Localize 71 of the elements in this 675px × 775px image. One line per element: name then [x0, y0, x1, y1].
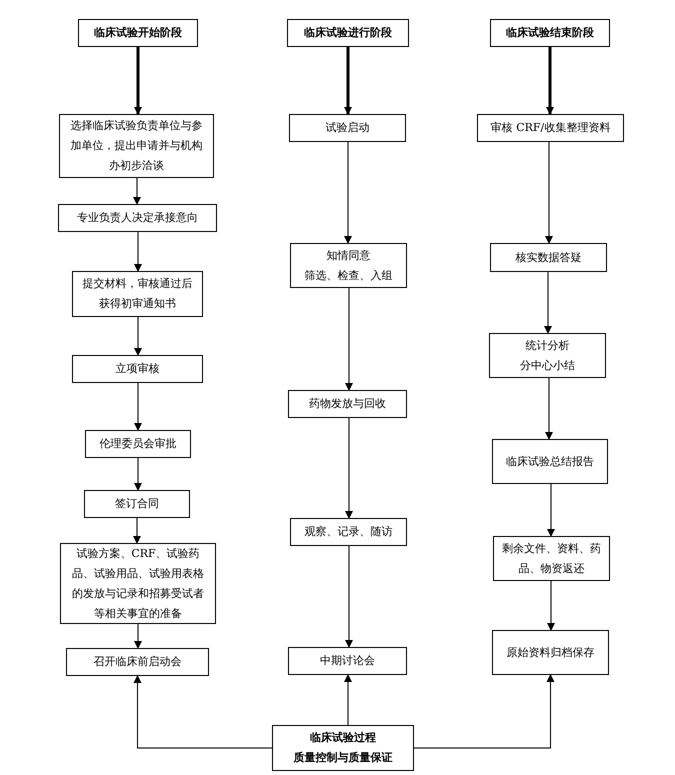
- box-label: 试验启动: [326, 120, 370, 136]
- arrow: [414, 674, 554, 748]
- arrow: [345, 418, 353, 519]
- box-label: 中期讨论会: [320, 653, 375, 669]
- process-box: [490, 243, 607, 272]
- process-box: [493, 536, 610, 581]
- arrow: [134, 232, 142, 272]
- arrow: [134, 458, 142, 491]
- process-box: [288, 390, 407, 418]
- arrow: [547, 580, 555, 631]
- arrow: [134, 382, 142, 431]
- box-label: 质量控制与质量保证: [294, 750, 392, 766]
- process-box: [290, 243, 407, 288]
- arrow: [344, 142, 352, 244]
- box-label: 试验方案、CRF、试验药品、试验用品、试验用表格的发放与记录和招募受试者等相关事宜的准备: [71, 546, 205, 622]
- box-label: 临床试验开始阶段: [94, 25, 182, 41]
- arrow: [134, 675, 272, 748]
- box-label: 召开临床前启动会: [94, 654, 182, 670]
- box-label: 临床试验过程: [310, 730, 376, 746]
- box-label: 剩余文件、资料、药品、物资返还: [501, 540, 602, 576]
- process-box: [59, 114, 214, 178]
- box-label: 选择临床试验负责单位与参加单位，提出申请并与机构办初步洽谈: [70, 118, 204, 174]
- stage-header-box: [490, 19, 610, 47]
- process-box: [85, 430, 191, 458]
- arrow: [545, 142, 553, 244]
- box-label: 立项审核: [116, 361, 160, 377]
- process-box: [60, 543, 216, 624]
- process-box: [84, 490, 190, 518]
- process-box: [66, 648, 209, 676]
- arrow: [133, 518, 141, 544]
- box-label: 伦理委员会审批: [100, 436, 176, 452]
- box-label: 药物发放与回收: [309, 396, 386, 412]
- arrow: [546, 47, 554, 115]
- box-label: 分中心小结: [520, 358, 575, 374]
- process-box: [492, 439, 608, 484]
- box-label: 临床试验结束阶段: [506, 25, 594, 41]
- box-label: 观察、记录、随访: [304, 524, 392, 540]
- process-box: [58, 204, 217, 232]
- box-label: 统计分析: [526, 338, 570, 354]
- arrow: [545, 378, 553, 440]
- arrow: [544, 272, 552, 334]
- arrow: [134, 47, 142, 115]
- process-box: [489, 333, 606, 378]
- arrow: [133, 178, 141, 205]
- box-label: 筛选、检查、入组: [304, 268, 392, 284]
- arrow: [345, 546, 353, 648]
- arrow: [345, 288, 353, 391]
- process-box: [477, 114, 624, 142]
- process-box: [72, 271, 203, 317]
- process-box: [492, 630, 609, 675]
- process-box: [288, 647, 407, 675]
- process-box: [289, 114, 406, 142]
- box-label: 原始资料归档保存: [506, 644, 594, 660]
- stage-header-box: [78, 19, 198, 47]
- quality-box: [272, 725, 414, 771]
- box-label: 核实数据答疑: [516, 250, 582, 266]
- box-label: 专业负责人决定承接意向: [77, 210, 198, 226]
- arrow: [134, 624, 142, 649]
- box-label: 提交材料，审核通过后获得初审通知书: [82, 276, 194, 312]
- box-label: 审核 CRF/收集整理资料: [490, 120, 610, 136]
- box-label: 知情同意: [326, 248, 370, 264]
- process-box: [72, 355, 203, 383]
- arrow: [134, 316, 142, 356]
- box-label: 签订合同: [115, 496, 159, 512]
- box-label: 临床试验进行阶段: [304, 25, 392, 41]
- arrow: [547, 484, 555, 537]
- arrow: [344, 674, 352, 726]
- stage-header-box: [287, 19, 409, 47]
- process-box: [290, 518, 407, 546]
- arrow: [344, 47, 352, 115]
- box-label: 临床试验总结报告: [506, 454, 594, 470]
